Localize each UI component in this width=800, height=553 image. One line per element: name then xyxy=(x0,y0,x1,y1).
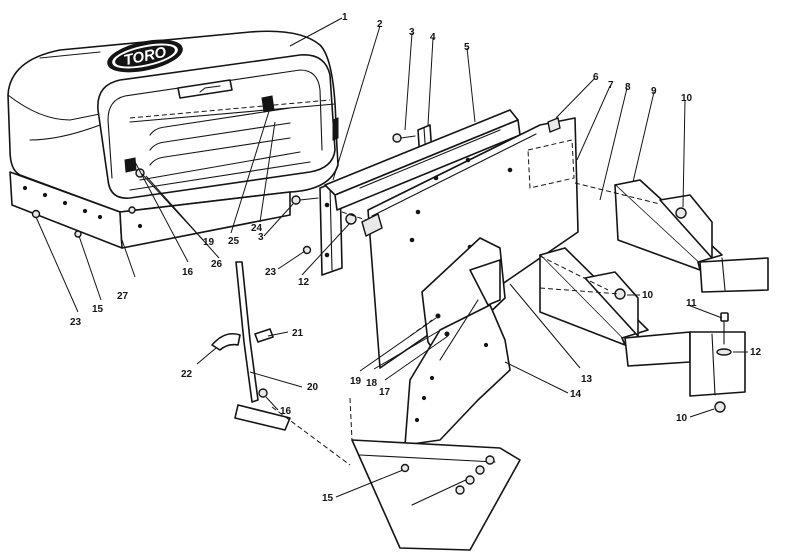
callout-3-left: 3 xyxy=(258,232,264,243)
callout-22: 22 xyxy=(181,369,193,380)
callout-15-left: 15 xyxy=(92,304,104,315)
bracket-21 xyxy=(254,328,274,343)
bolt-upper xyxy=(392,133,416,143)
callout-23-middle: 23 xyxy=(265,267,277,278)
callout-16-left: 16 xyxy=(182,267,194,278)
bolt-23-left xyxy=(302,245,312,255)
callout-6: 6 xyxy=(593,72,599,83)
discharge-chute xyxy=(351,439,521,551)
callout-8: 8 xyxy=(625,82,631,93)
grass-bag: TORO xyxy=(7,30,339,249)
callout-15-bottom: 15 xyxy=(322,493,334,504)
callout-10-middle: 10 xyxy=(642,290,654,301)
main-plate xyxy=(361,117,579,369)
callout-4: 4 xyxy=(430,32,436,43)
callout-23-left: 23 xyxy=(70,317,82,328)
callout-9: 9 xyxy=(651,86,657,97)
callout-17: 17 xyxy=(379,387,391,398)
callout-27: 27 xyxy=(117,291,129,302)
callout-12-right: 12 xyxy=(750,347,762,358)
callout-24: 24 xyxy=(251,223,263,234)
side-panel xyxy=(404,237,511,446)
callout-13: 13 xyxy=(581,374,593,385)
callout-1: 1 xyxy=(342,12,348,23)
leader-lines xyxy=(35,17,748,498)
washer-16-right xyxy=(258,388,268,398)
nut-10-lower xyxy=(714,401,726,413)
washer-12-left xyxy=(345,213,357,225)
callout-21: 21 xyxy=(292,328,304,339)
callout-16-right: 16 xyxy=(280,406,292,417)
callout-10-top: 10 xyxy=(681,93,693,104)
callout-19-bottom: 19 xyxy=(350,376,362,387)
callout-labels: 1 2 3 4 5 6 7 8 9 10 10 10 11 12 12 3 23… xyxy=(70,12,762,504)
callout-26: 26 xyxy=(211,259,223,270)
callout-25: 25 xyxy=(228,236,240,247)
handle-rod xyxy=(234,261,291,431)
callout-5: 5 xyxy=(464,42,470,53)
callout-10-bottom: 10 xyxy=(676,413,688,424)
callout-2: 2 xyxy=(377,19,383,30)
callout-11: 11 xyxy=(686,298,697,309)
bracket-22 xyxy=(211,332,241,351)
callout-3-top: 3 xyxy=(409,27,415,38)
bolt-left xyxy=(291,195,319,205)
frame-bracket-lower xyxy=(539,247,746,397)
callout-12-left: 12 xyxy=(298,277,310,288)
nut-10-upper xyxy=(675,207,687,219)
callout-7: 7 xyxy=(608,80,614,91)
callout-19-top: 19 xyxy=(203,237,215,248)
callout-14: 14 xyxy=(570,389,582,400)
bolt-11 xyxy=(716,312,732,356)
frame-bracket-upper xyxy=(614,179,769,293)
callout-20: 20 xyxy=(307,382,319,393)
callout-18: 18 xyxy=(366,378,378,389)
